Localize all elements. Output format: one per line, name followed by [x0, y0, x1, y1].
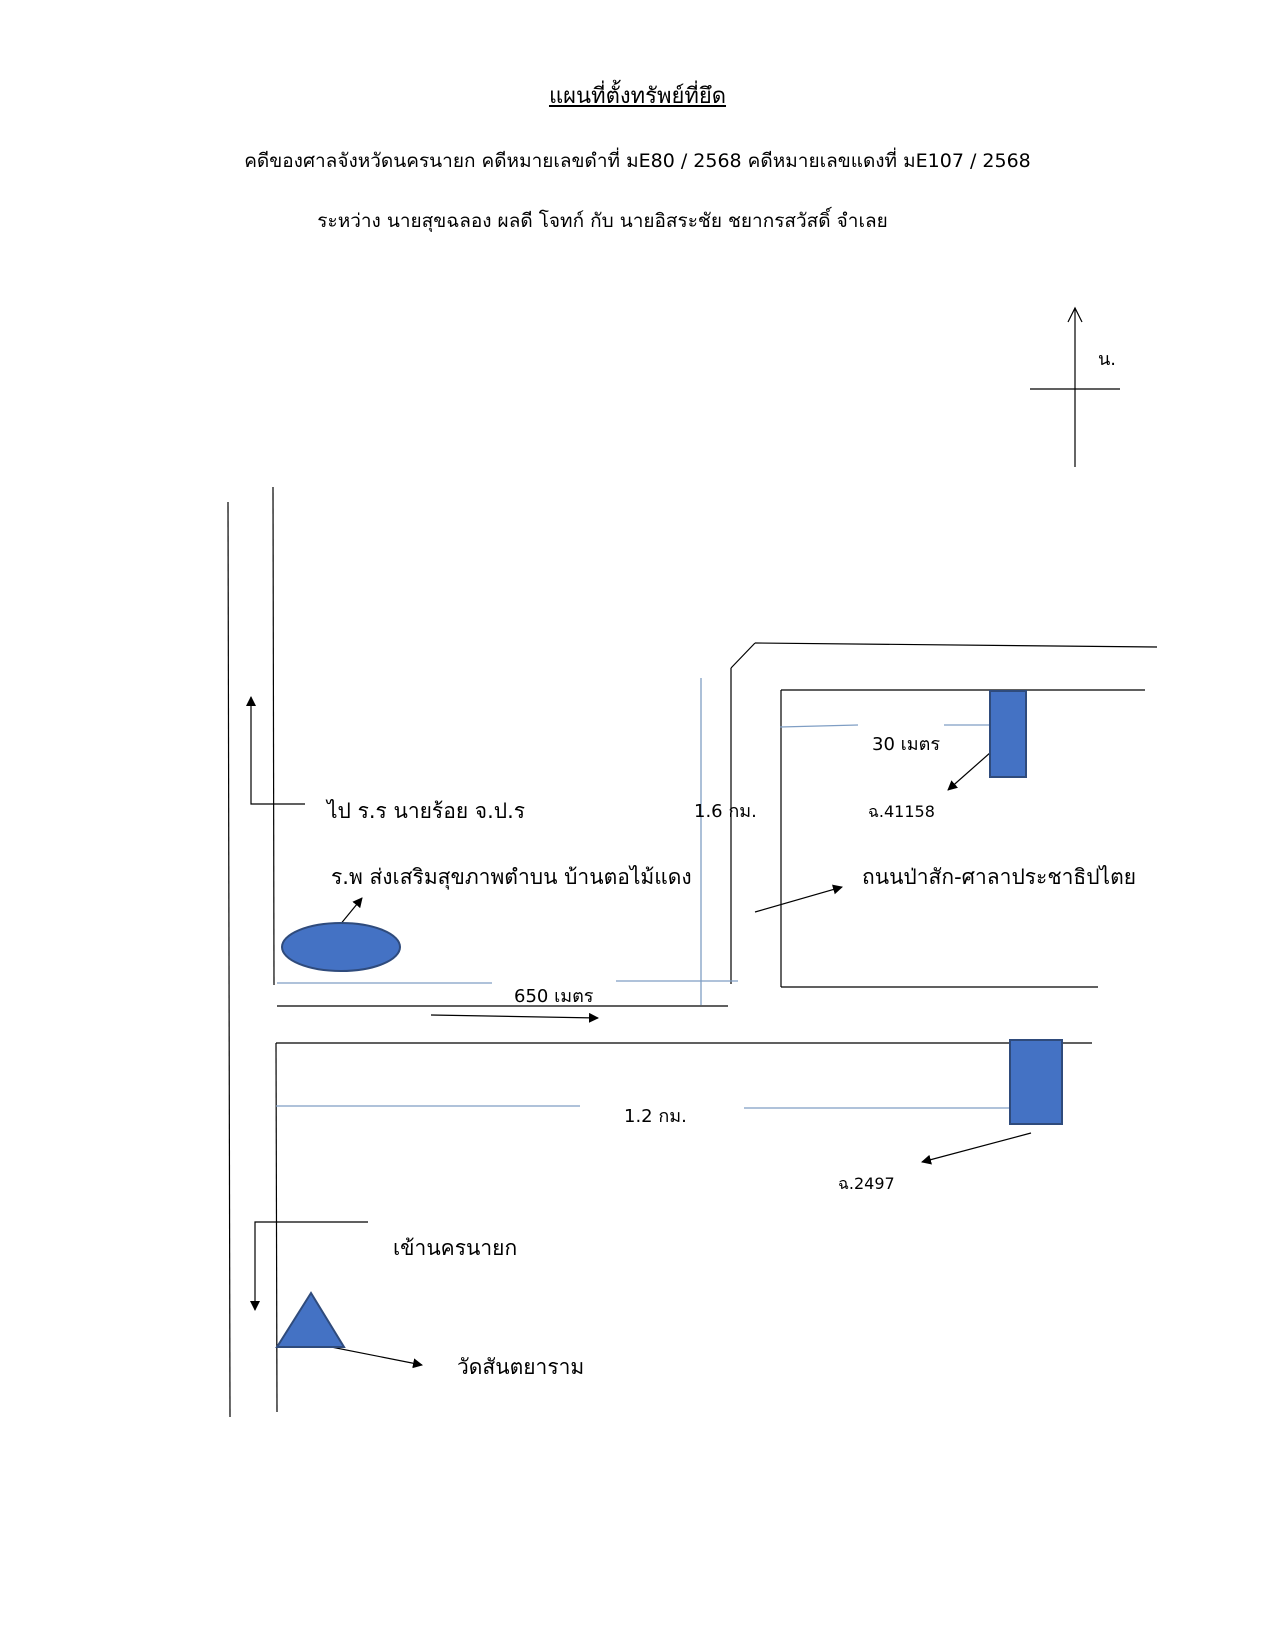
to-nakhon-nayok-arrow-icon [250, 1221, 368, 1311]
parcel-2-label: ฉ.2497 [838, 1174, 895, 1193]
dimension-lines [276, 678, 1010, 1109]
distance-1-6km-label: 1.6 กม. [694, 801, 757, 822]
eastward-direction-arrow-icon [430, 1012, 599, 1023]
main-road-vertical [227, 486, 278, 1418]
map-symbols [275, 690, 1063, 1348]
to-school-label: ไป ร.ร นายร้อย จ.ป.ร [325, 799, 525, 823]
road-name-label: ถนนป่าสัก-ศาลาประชาธิปไตย [862, 865, 1136, 889]
map-labels: ไป ร.ร นายร้อย จ.ป.ร 1.6 กม. ฉ.41158 30 … [325, 734, 1136, 1379]
temple-label: วัดสันตยาราม [457, 1355, 584, 1379]
case-number-line: คดีของศาลจังหวัดนครนายก คดีหมายเลขดำที่ … [244, 150, 1031, 172]
to-school-arrow-icon [246, 696, 305, 805]
temple-icon [275, 1291, 346, 1348]
road-north [730, 642, 1158, 984]
parcel-2-building-icon [1009, 1039, 1063, 1125]
health-center-icon [281, 922, 401, 972]
to-nakhon-nayok-label: เข้านครนายก [393, 1236, 517, 1260]
map-title: แผนที่ตั้งทรัพย์ที่ยึด [548, 84, 727, 109]
parcel-1-label: ฉ.41158 [868, 802, 935, 821]
north-label: น. [1098, 349, 1116, 370]
side-road-east [276, 1005, 1092, 1044]
health-center-label: ร.พ ส่งเสริมสุขภาพตำบน บ้านตอไม้แดง [331, 865, 692, 890]
road-name-pointer-arrow-icon [754, 884, 843, 913]
distance-1-2km-label: 1.2 กม. [624, 1106, 687, 1127]
parcel-1-building-icon [989, 690, 1027, 778]
distance-30m-label: 30 เมตร [872, 734, 940, 755]
compass-arrow-icon [1067, 306, 1083, 323]
parcel-block [780, 689, 1145, 988]
direction-arrows [246, 696, 1032, 1369]
distance-650m-label: 650 เมตร [514, 986, 594, 1007]
parties-line: ระหว่าง นายสุขฉลอง ผลดี โจทก์ กับ นายอิส… [317, 210, 888, 232]
parcel-2-pointer-arrow-icon [921, 1132, 1032, 1165]
north-compass: น. [1030, 306, 1120, 467]
